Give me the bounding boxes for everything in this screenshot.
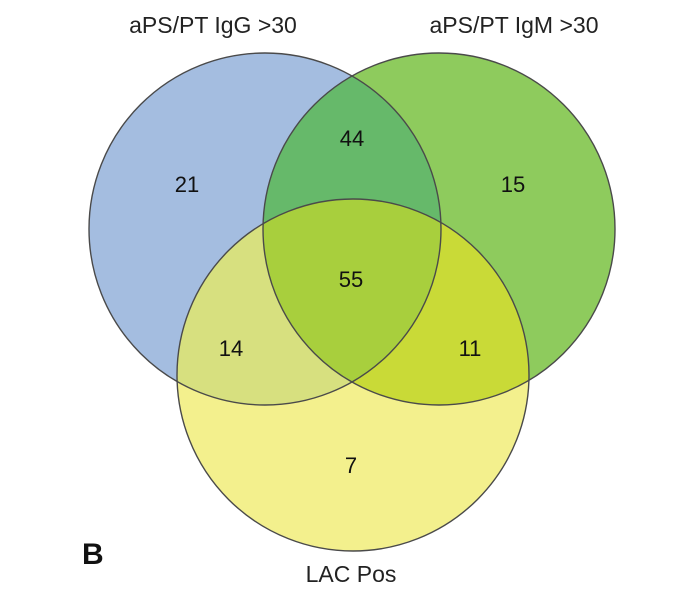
lac-circle-outline <box>176 198 530 552</box>
count-igg-lac: 14 <box>219 336 243 361</box>
igg-set-label: aPS/PT IgG >30 <box>129 12 297 38</box>
panel-letter: B <box>82 538 104 571</box>
count-all-three: 55 <box>339 267 363 292</box>
count-igm-lac: 11 <box>459 336 482 361</box>
count-igg-only: 21 <box>175 172 199 197</box>
count-igm-only: 15 <box>501 172 525 197</box>
igm-set-label: aPS/PT IgM >30 <box>429 12 599 38</box>
lac-set-label: LAC Pos <box>305 561 397 587</box>
igm-circle-outline <box>262 52 616 406</box>
count-lac-only: 7 <box>345 453 357 478</box>
igg-circle-outline <box>88 52 442 406</box>
count-igg-igm: 44 <box>340 126 364 151</box>
